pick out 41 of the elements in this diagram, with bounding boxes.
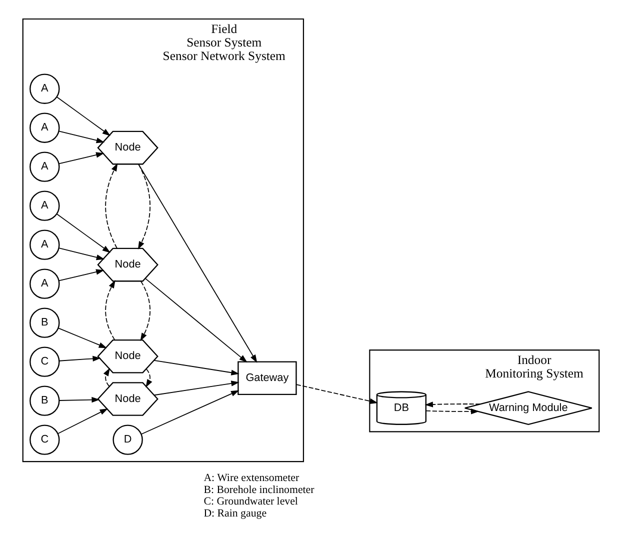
arrow [154,360,240,376]
arrow [58,130,105,144]
node-circle: A [30,190,60,221]
node-circle: C [30,346,60,377]
node-circle: B [30,308,60,338]
node-circle: D [112,424,143,455]
arrow [424,402,481,408]
arrow [105,280,116,340]
arrow [103,368,110,387]
node-circle: A [30,230,60,260]
arrow [58,396,100,403]
arrow [56,96,111,136]
arrow [140,390,240,435]
node-circle: C [30,424,60,455]
arrow [105,163,118,249]
node-box: Gateway [238,361,297,396]
arrow [58,269,104,282]
label: C: Groundwater level [204,496,298,508]
node-diamond: Warning Module [464,391,592,425]
arrow [146,368,152,388]
label: A: Wire extensometer [204,472,300,484]
label: D: Rain gauge [204,508,267,520]
node-circle: A [30,152,60,182]
arrow [57,408,108,434]
arrow [58,152,104,164]
node-circle: A [30,112,60,143]
arrow [138,164,258,363]
node-circle: A [30,268,60,299]
node-circle: A [30,74,60,104]
arrow [144,278,248,363]
arrow [296,384,378,404]
label: B: Borehole inclinometer [204,484,314,496]
arrow [56,214,111,253]
arrow [426,408,480,414]
arrow [58,248,105,260]
arrow [154,380,240,396]
node-circle: B [30,386,60,416]
arrow [138,164,150,250]
arrow [58,356,101,362]
arrow [140,280,150,342]
arrow [58,328,107,348]
